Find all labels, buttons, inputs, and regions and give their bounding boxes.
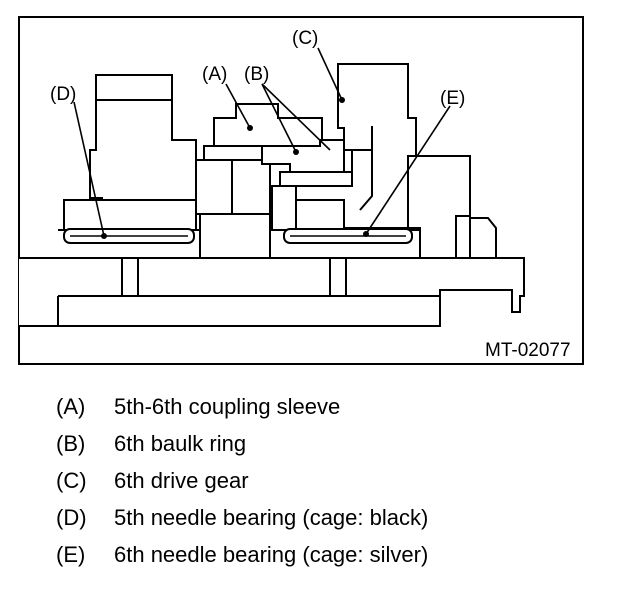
right-housing bbox=[407, 155, 497, 259]
legend-letter-d: (D) bbox=[56, 505, 87, 530]
callout-d: (D) bbox=[50, 84, 76, 105]
legend-letter-e: (E) bbox=[56, 542, 85, 567]
fifth-needle-bearing bbox=[63, 228, 195, 244]
legend-letter-a: (A) bbox=[56, 394, 85, 419]
legend-text-c: 6th drive gear bbox=[114, 468, 249, 493]
legend-text-b: 6th baulk ring bbox=[114, 431, 246, 456]
legend-text-a: 5th-6th coupling sleeve bbox=[114, 394, 340, 419]
sixth-needle-bearing bbox=[283, 228, 413, 244]
callout-c: (C) bbox=[292, 28, 318, 49]
callout-a: (A) bbox=[202, 64, 227, 85]
main-shaft bbox=[19, 257, 525, 327]
legend-text-e: 6th needle bearing (cage: silver) bbox=[114, 542, 428, 567]
leader-lines bbox=[73, 47, 451, 239]
figure-code: MT-02077 bbox=[485, 340, 571, 361]
legend-text-d: 5th needle bearing (cage: black) bbox=[114, 505, 428, 530]
figure-frame bbox=[18, 16, 584, 365]
sixth-drive-gear bbox=[271, 63, 417, 231]
fifth-gear bbox=[63, 74, 197, 231]
callout-b: (B) bbox=[244, 64, 269, 85]
baulk-ring bbox=[261, 139, 353, 187]
callout-e: (E) bbox=[440, 88, 465, 109]
legend: (A) 5th-6th coupling sleeve (B) 6th baul… bbox=[56, 394, 428, 567]
legend-letter-b: (B) bbox=[56, 431, 85, 456]
legend-letter-c: (C) bbox=[56, 468, 87, 493]
